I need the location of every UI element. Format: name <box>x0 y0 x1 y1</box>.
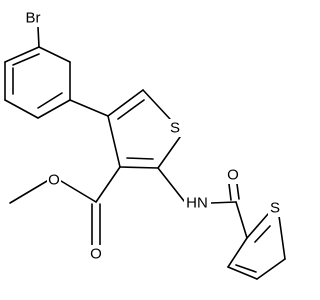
ester-carbonyl-oxygen-label-group: O <box>89 245 103 263</box>
main-thiophene-bond-1 <box>107 89 144 117</box>
amide-nh-label: HN <box>186 195 208 212</box>
bromophenyl-bromine-bond <box>37 26 40 48</box>
atom-label-layer: Br S S O O O HN <box>20 9 282 263</box>
main-thiophene-bond-4 <box>119 166 159 169</box>
main-thiophene-inner-double-1 <box>117 99 145 120</box>
bond-layer <box>4 26 286 280</box>
pendant-thiophene-inner-double-2 <box>235 264 257 273</box>
main-thiophene-sulfur-label: S <box>170 120 180 137</box>
bromophenyl-ring-bond-4 <box>4 99 39 119</box>
br-label-group: Br <box>20 9 46 27</box>
bromophenyl-ring-bond-6 <box>4 46 40 63</box>
main-sulfur-label-group: S <box>168 119 182 137</box>
br-label-bg <box>20 9 46 27</box>
pendant-thiophene-bond-3 <box>256 258 286 280</box>
thiophene-nh-bond <box>157 167 185 202</box>
ester-oxygen-label-group: O <box>47 171 61 189</box>
amide-oxygen-label-group: O <box>226 166 240 184</box>
amide-nh-label-bg <box>184 194 211 212</box>
amide-thiophene-bond <box>235 201 248 239</box>
amide-nh-label-group: HN <box>184 194 211 212</box>
ester-oxygen-bond <box>60 180 97 203</box>
main-thiophene-bond-2 <box>142 89 171 120</box>
chemical-structure-diagram: Br S S O O O HN <box>4 9 286 280</box>
main-sulfur-label-bg <box>168 119 182 137</box>
amide-carbonyl-double-1 <box>228 183 232 201</box>
main-thiophene-bond-5 <box>107 115 121 168</box>
aryl-thiophene-bond <box>69 99 109 117</box>
thiophene-sulfur-label-bg <box>268 199 282 217</box>
pendant-thiophene-bond-2 <box>278 215 286 260</box>
ester-oxygen-label: O <box>48 172 60 189</box>
pendant-thiophene-bond-4 <box>227 266 258 280</box>
methyl-ester-bond <box>9 180 48 204</box>
bromophenyl-ring-bond-1 <box>38 46 71 63</box>
amide-oxygen-label-bg <box>226 166 240 184</box>
ester-carbonyl-oxygen-label-bg <box>89 245 103 263</box>
pendant-thiophene-sulfur-label: S <box>270 200 280 217</box>
pendant-thiophene-bond-1 <box>246 213 269 239</box>
nh-amide-carbon-bond <box>210 201 237 204</box>
ester-oxygen-label-bg <box>47 171 61 189</box>
amide-carbonyl-double-2 <box>236 183 240 200</box>
pendant-thiophene-bond-5 <box>227 237 248 268</box>
ester-carbonyl-oxygen-label: O <box>90 246 102 263</box>
bromophenyl-ring-bond-3 <box>37 99 71 119</box>
main-thiophene-bond-3 <box>157 136 181 169</box>
amide-oxygen-label: O <box>227 167 239 184</box>
pendant-thiophene-inner-double-1 <box>254 225 271 243</box>
bromine-label: Br <box>26 10 41 27</box>
bromophenyl-inner-double-1 <box>12 53 40 66</box>
bromophenyl-inner-double-2 <box>37 92 63 109</box>
thiophene-sulfur-label-group: S <box>268 199 282 217</box>
main-thiophene-inner-double-2 <box>126 157 154 160</box>
ester-carbon-bond <box>95 166 121 203</box>
